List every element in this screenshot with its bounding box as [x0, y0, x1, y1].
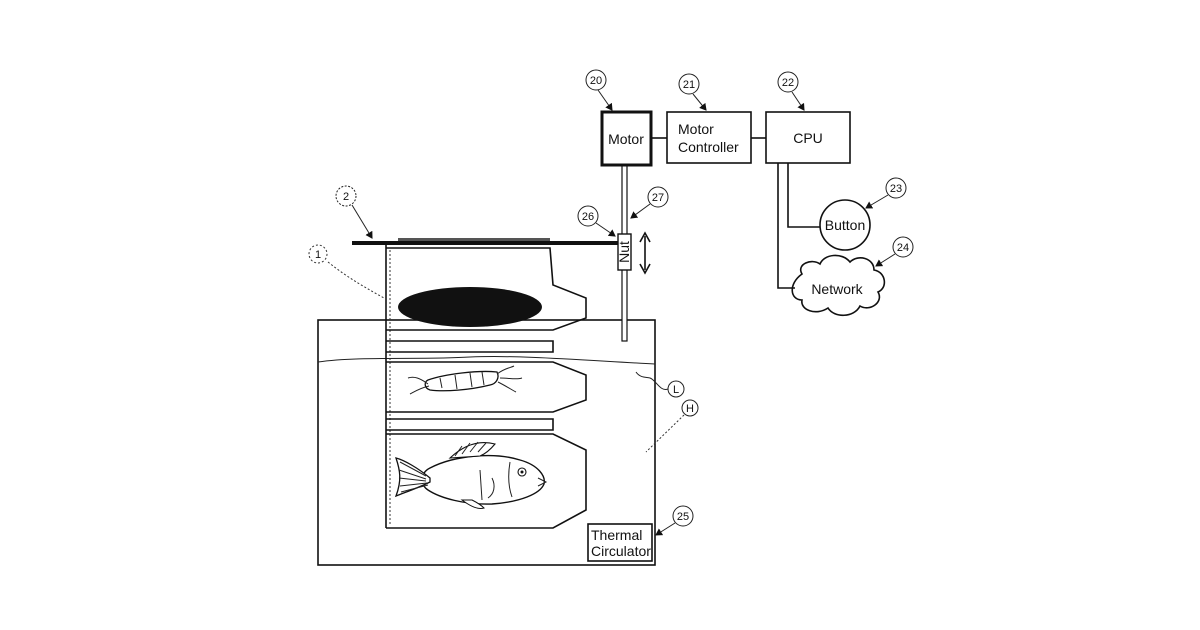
cpu-to-button-wire: [788, 163, 820, 227]
lid-top-strip: [398, 238, 550, 241]
fish-icon: [396, 442, 546, 509]
thermal-circulator-label-line1: Thermal: [591, 527, 642, 543]
ref-2: 2: [343, 191, 349, 203]
cpu-label: CPU: [793, 130, 823, 146]
motor-controller-block: [667, 112, 751, 163]
food-item-dark-ellipse: [398, 287, 542, 327]
ref-23: 23: [890, 183, 902, 195]
ref-21: 21: [683, 79, 695, 91]
nut-label: Nut: [616, 241, 632, 263]
ref-20: 20: [590, 75, 602, 87]
cpu-to-network-wire: [778, 163, 795, 288]
lid-plate: [352, 241, 620, 245]
button-label: Button: [825, 217, 865, 233]
motor-label: Motor: [608, 131, 644, 147]
carrot-icon: [408, 366, 522, 394]
ref-22: 22: [782, 77, 794, 89]
ref-H: H: [686, 403, 694, 415]
motor-controller-label-line1: Motor: [678, 121, 714, 137]
ref-1: 1: [315, 249, 321, 261]
motor-controller-label-line2: Controller: [678, 139, 739, 155]
network-label: Network: [811, 281, 863, 297]
thermal-circulator-label-line2: Circulator: [591, 543, 651, 559]
ref-27: 27: [652, 192, 664, 204]
up-down-arrow-icon: [640, 233, 650, 273]
ref-25: 25: [677, 511, 689, 523]
ref-26: 26: [582, 211, 594, 223]
ref-L: L: [673, 384, 679, 396]
ref-24: 24: [897, 242, 909, 254]
water-surface-line: [318, 357, 655, 364]
